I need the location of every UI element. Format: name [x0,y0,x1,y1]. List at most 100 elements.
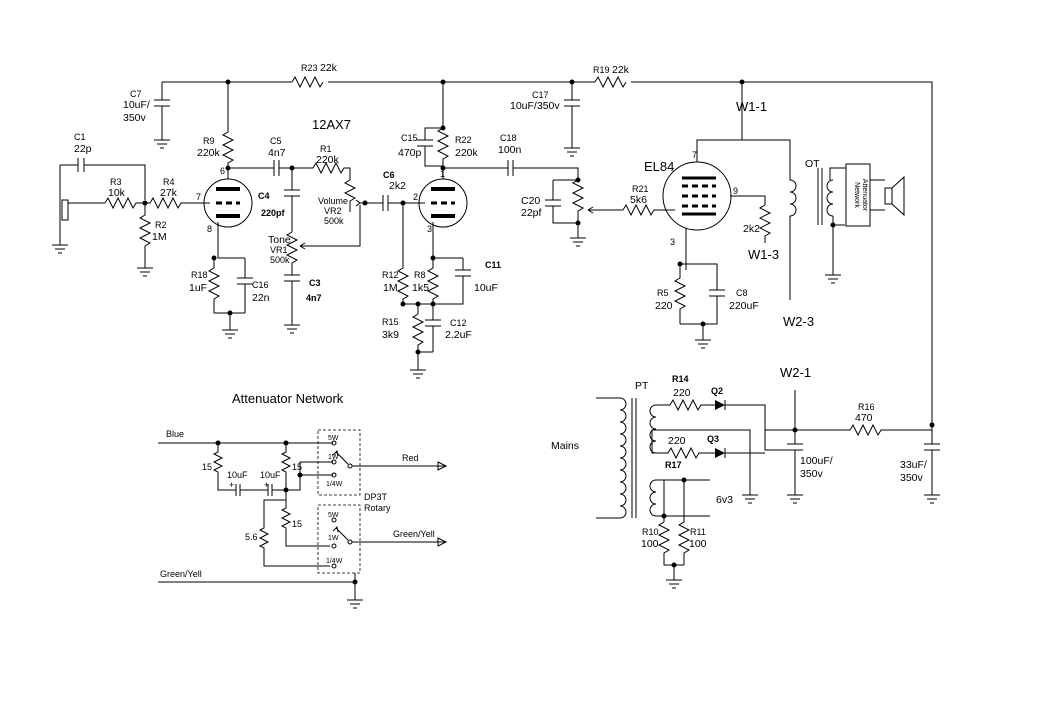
el84-pin-3: 3 [670,237,675,247]
vr1-ref: VR1 [270,245,288,255]
c20-ref: C20 [521,195,540,207]
heater-label: 6v3 [716,494,733,506]
r19-value: 22k [612,64,630,76]
el84-pin-7: 7 [692,150,697,160]
vr2-ref: VR2 [324,206,342,216]
atten-out-red: Red [402,453,419,463]
v2-pin-1: 1 [440,169,445,179]
c12-value: 2.2uF [445,329,472,341]
r4-ref: R4 [163,177,175,187]
heater-winding [656,477,710,589]
pt-label: PT [635,380,649,392]
el84-pentode [662,139,791,262]
r9-ref: R9 [203,136,215,146]
v2-triode [418,168,468,232]
r15-ref: R15 [382,317,399,327]
c6-value: 2k2 [389,180,406,192]
r4-resistor [145,196,203,210]
vr1-value: 500k [270,255,290,265]
c20-value: 22pf [521,207,542,219]
c20-pot-network [545,177,623,247]
node-w1-1: W1-1 [736,99,767,114]
v2-pin-2: 2 [413,192,418,202]
r8-ref: R8 [414,270,426,280]
c1-value: 22p [74,143,92,155]
r23-ref: R23 [301,63,318,73]
r5-ref: R5 [657,288,669,298]
el84-pin-9: 9 [733,186,738,196]
atten-r1-value: 15 [202,462,212,472]
c11-ref: C11 [485,260,501,270]
v1-pin-8: 8 [207,224,212,234]
r1-resistor [312,161,351,180]
c8-ref: C8 [736,288,748,298]
q3-ref: Q3 [707,434,719,444]
r11-value: 100 [689,538,707,550]
r23-value: 22k [320,62,338,74]
filter-cap-2: 350v [800,468,824,480]
atten-r2-value: 15 [292,462,302,472]
r8-value: 1k5 [412,282,429,294]
c17-value: 10uF/350v [510,100,560,112]
c3-value: 4n7 [306,293,322,303]
atten-pos-qw-b: 1/4W [326,558,343,565]
q2-diode [715,400,795,451]
attenuator-title: Attenuator Network [232,391,344,406]
r18-ref: R18 [191,270,208,280]
r14-value: 220 [673,387,691,399]
r14-resistor [656,398,715,412]
input-jack [52,158,146,254]
r1-value: 220k [316,154,340,166]
atten-out-green: Green/Yell [393,529,435,539]
node-w2-3: W2-3 [783,314,814,329]
c12-ref: C12 [450,318,467,328]
atten-pos-1w-b: 1W [328,535,339,542]
r10-ref: R10 [642,527,659,537]
r1-ref: R1 [320,144,332,154]
atten-pos-1w-a: 1W [328,454,339,461]
vr2-label: Volume [318,196,348,206]
atten-pos-5w-b: 5W [328,512,339,519]
end-cap-1: 33uF/ [900,459,927,471]
vr2-value: 500k [324,216,344,226]
r4-value: 27k [160,187,178,199]
filter-section [765,390,940,504]
c17-ref: C17 [532,90,549,100]
v1-cathode-network [207,232,253,339]
r12-ref: R12 [382,270,399,280]
c15-capacitor [417,125,446,167]
r3-ref: R3 [110,177,122,187]
atten-c2-plus: + [264,480,269,490]
el84-cathode-network [673,261,725,349]
c18-capacitor [443,160,579,180]
node-w2-1: W2-1 [780,365,811,380]
r22-resistor [436,82,450,168]
r16-value: 470 [855,412,873,424]
r21-resistor [622,203,669,217]
c4-value: 220pf [261,208,286,218]
r14-ref: R14 [672,374,689,384]
r11-ref: R11 [690,527,706,537]
v1-pin-6: 6 [220,166,225,176]
atten-switch-label-2: Rotary [364,503,391,513]
v1-triode [203,168,253,232]
c16-value: 22n [252,292,270,304]
end-cap-2: 350v [900,472,924,484]
r22-value: 220k [455,147,479,159]
tube-12ax7: 12AX7 [312,117,351,132]
c7-capacitor [154,82,170,149]
c5-value: 4n7 [268,147,286,159]
attenuator-box [845,163,905,227]
c5-ref: C5 [270,136,282,146]
r17-ref: R17 [665,460,682,470]
c5-capacitor [228,160,313,176]
c15-ref: C15 [401,133,418,143]
atten-switch-label-1: DP3T [364,492,388,502]
atten-blue-label: Blue [166,429,184,439]
c11-value: 10uF [474,282,498,294]
r17-value: 220 [668,435,686,447]
r-screen [758,204,772,243]
c18-ref: C18 [500,133,517,143]
r3-resistor [104,196,145,210]
